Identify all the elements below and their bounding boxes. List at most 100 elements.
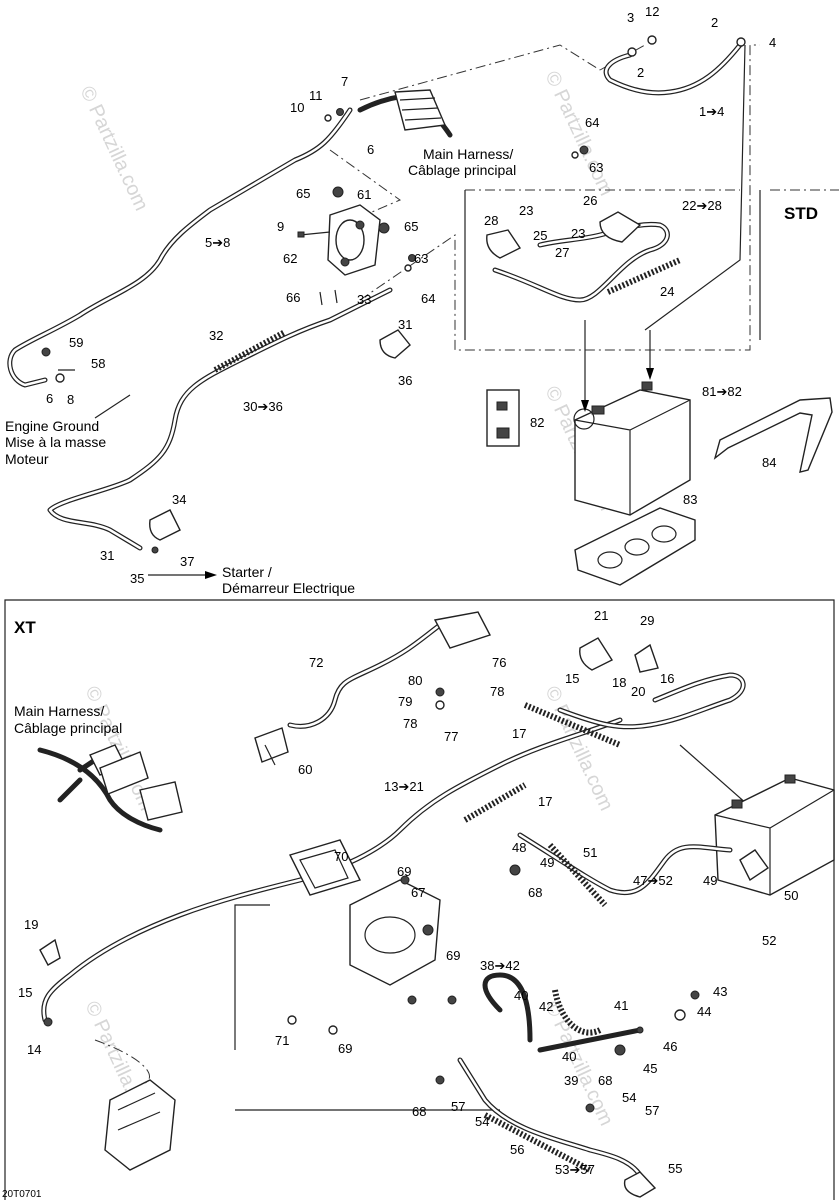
callout-19: 19: [24, 917, 38, 932]
callout-23: 23: [519, 203, 533, 218]
battery-std: [573, 381, 691, 516]
callout-11: 11: [309, 88, 323, 103]
callout-10: 10: [290, 100, 304, 115]
callout-81-82: 81➔82: [702, 384, 742, 399]
callout-59: 59: [69, 335, 83, 350]
note-starter-fr: Démarreur Electrique: [222, 580, 355, 596]
fasteners-top: [41, 35, 657, 383]
callout-66: 66: [286, 290, 300, 305]
callout-18: 18: [612, 675, 626, 690]
callout-17: 17: [538, 794, 552, 809]
watermark: © Partzilla.com: [540, 68, 617, 199]
cable-1-4: [603, 37, 746, 96]
callout-25: 25: [533, 228, 547, 243]
std-battery-cable: [486, 211, 682, 303]
callout-51: 51: [583, 845, 597, 860]
callout-15: 15: [18, 985, 32, 1000]
callout-8: 8: [67, 392, 74, 407]
callout-37: 37: [180, 554, 194, 569]
callout-64: 64: [585, 115, 599, 130]
callout-64: 64: [421, 291, 435, 306]
callouts-top: 3 12 2 4 2 1➔4 7 11 10 6 64 63 65 61 9 6…: [46, 4, 776, 586]
callout-34: 34: [172, 492, 186, 507]
note-engine-ground: Engine Ground: [5, 418, 99, 434]
callout-60: 60: [298, 762, 312, 777]
cable-53-57: [457, 1057, 657, 1198]
callout-40: 40: [514, 988, 528, 1003]
battery-arrows: [581, 44, 746, 412]
callout-84: 84: [762, 455, 776, 470]
module-xt: [104, 1079, 176, 1171]
callout-1-4: 1➔4: [699, 104, 724, 119]
battery-xt: [714, 774, 835, 896]
callout-63: 63: [414, 251, 428, 266]
callout-33: 33: [357, 292, 371, 307]
braid-32: [213, 329, 287, 373]
callout-72: 72: [309, 655, 323, 670]
callout-65: 65: [404, 219, 418, 234]
callout-80: 80: [408, 673, 422, 688]
callout-44: 44: [697, 1004, 711, 1019]
callout-31: 31: [100, 548, 114, 563]
callout-55: 55: [668, 1161, 682, 1176]
callout-78: 78: [403, 716, 417, 731]
callout-6: 6: [46, 391, 53, 406]
callout-26: 26: [583, 193, 597, 208]
callout-58: 58: [91, 356, 105, 371]
callout-46: 46: [663, 1039, 677, 1054]
note-main-harness-top: Main Harness/: [423, 146, 513, 162]
callout-65: 65: [296, 186, 310, 201]
callout-68: 68: [412, 1104, 426, 1119]
callout-2: 2: [711, 15, 718, 30]
cable-5-8: [7, 107, 353, 388]
note-engine-ground-fr2: Moteur: [5, 451, 49, 467]
callout-31: 31: [398, 317, 412, 332]
cable-13-21: [41, 717, 623, 1023]
callout-41: 41: [614, 998, 628, 1013]
cable-xt-top-right: [523, 637, 746, 748]
callouts-xt: 21 29 72 76 80 79 78 78 77 15 18 16 20 1…: [18, 608, 798, 1177]
callout-43: 43: [713, 984, 727, 999]
callout-21: 21: [594, 608, 608, 623]
callout-69: 69: [446, 948, 460, 963]
battery-strap-84: [713, 397, 833, 473]
callout-67: 67: [411, 885, 425, 900]
callout-68: 68: [598, 1073, 612, 1088]
note-main-harness-xt: Main Harness/: [14, 703, 104, 719]
callout-38-42: 38➔42: [480, 958, 520, 973]
callout-69: 69: [397, 864, 411, 879]
callout-77: 77: [444, 729, 458, 744]
callout-78: 78: [490, 684, 504, 699]
callout-62: 62: [283, 251, 297, 266]
callout-82: 82: [530, 415, 544, 430]
watermark: © Partzilla.com: [540, 998, 617, 1129]
callout-22-28: 22➔28: [682, 198, 722, 213]
callout-54: 54: [622, 1090, 636, 1105]
callout-2: 2: [637, 65, 644, 80]
callout-52: 52: [762, 933, 776, 948]
callout-54: 54: [475, 1114, 489, 1129]
cable-38-42: [482, 972, 643, 1053]
ground-leader: [94, 394, 131, 419]
callout-71: 71: [275, 1033, 289, 1048]
cable-72: [287, 611, 492, 729]
callout-17: 17: [512, 726, 526, 741]
callout-7: 7: [341, 74, 348, 89]
callout-56: 56: [510, 1142, 524, 1157]
callout-68: 68: [528, 885, 542, 900]
note-starter: Starter /: [222, 564, 272, 580]
callout-40: 40: [562, 1049, 576, 1064]
callout-23: 23: [571, 226, 585, 241]
callout-79: 79: [398, 694, 412, 709]
callout-70: 70: [334, 849, 348, 864]
relay-61: [327, 204, 381, 276]
watermark: © Partzilla.com: [75, 83, 152, 214]
callout-32: 32: [209, 328, 223, 343]
callout-29: 29: [640, 613, 654, 628]
callout-61: 61: [357, 187, 371, 202]
cable-30-36: [47, 287, 393, 551]
callout-57: 57: [645, 1103, 659, 1118]
battery-bolt-inset: [486, 389, 520, 447]
